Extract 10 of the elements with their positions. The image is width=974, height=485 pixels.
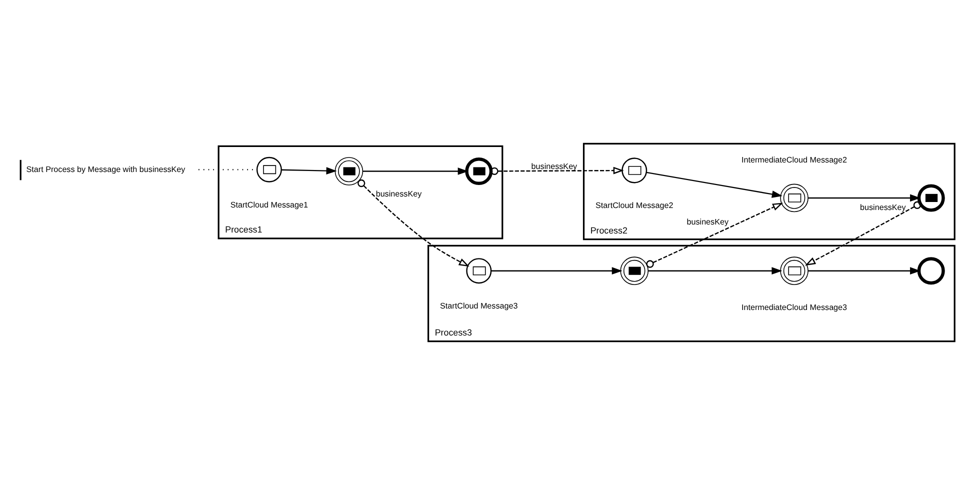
- node-text: Start Process by Message with businessKey: [26, 165, 186, 174]
- node-label: StartCloud Message1: [230, 200, 308, 210]
- node-label: IntermediateCloud Message2: [742, 156, 848, 165]
- edge-label: businessKey: [860, 203, 906, 212]
- node-label: StartCloud Message3: [440, 301, 518, 310]
- edge-label: businessKey: [531, 162, 578, 171]
- edge-label: businessKey: [376, 189, 422, 198]
- node-label: IntermediateCloud Message3: [742, 303, 848, 312]
- node-label: StartCloud Message2: [596, 201, 674, 210]
- edge-label: businesKey: [686, 218, 729, 227]
